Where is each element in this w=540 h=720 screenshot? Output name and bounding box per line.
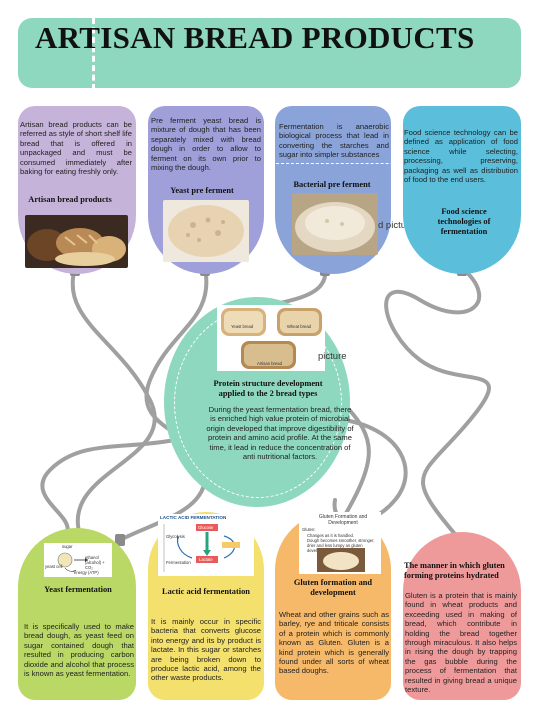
title-bar [18,18,521,88]
dough-ball-icon [317,548,365,572]
wire-card4 [384,266,491,542]
card-gluten-hydration [403,532,521,700]
card-food-science-text: Food science technology can be defined a… [404,128,518,185]
gluten-diagram-bullet-2: Dough becomes smoother, stronger, drier … [307,538,375,553]
wire-card1 [70,266,157,537]
dough-bubbles-icon [168,205,244,257]
bread-slices-icon [221,308,322,369]
bread-label-wheat: Wheat bread [287,324,311,329]
yeast-diagram-yeast: yeast cell [45,564,63,569]
caption-overflow-1: d picture [378,220,415,231]
yeast-diagram-sugar: sugar [62,544,73,549]
card-yeast-preferment-text: Pre ferment yeast bread is mixture of do… [151,116,261,173]
card-yeast-fermentation-heading: Yeast fermentation [44,585,112,594]
card-gluten-hydration-heading: The manner in which gluten forming prote… [404,561,505,580]
yeast-diagram-energy: energy (ATP) [74,570,99,575]
bread-types-photo: Yeast bread Wheat bread Artisan bread [217,305,325,371]
lactic-diagram-lactate: Lactate [199,557,213,562]
card-bacterial-preferment-text: Fermentation is anaerobic biological pro… [279,122,389,160]
bread-label-artisan: Artisan bread [257,361,282,366]
card-lactic-acid-heading: Lactic acid fermentation [162,587,250,596]
card-artisan-bread-heading: Artisan bread products [28,195,112,204]
bread-label-yeast: Yeast bread [231,324,254,329]
gluten-diagram-sub: Gluten: [302,527,316,532]
card-bacterial-preferment-heading: Bacterial pre ferment [293,180,371,189]
lactic-diagram: LACTIC ACID FERMENTATION Glucose Glycoly… [158,514,254,576]
center-text: During the yeast fermentation bread, the… [206,405,354,462]
wire-center-left [40,438,177,542]
sourdough-starter-photo [292,193,378,255]
yeast-dough-photo [163,200,249,262]
card-yeast-preferment-heading: Yeast pre ferment [170,186,234,195]
rustic-bread-photo [25,215,128,268]
card-gluten-hydration-text: Gluten is a protein that is mainly found… [405,591,517,695]
lactic-diagram-glucose: Glucose [198,525,214,530]
yeast-diagram: sugar yeast cell ethanol (alcohol) + CO₂… [44,543,112,577]
lactic-diagram-fermentation: Fermentation [166,560,191,565]
card-food-science-heading: Food science technologies of fermentatio… [437,207,491,236]
wire-card2 [118,266,209,542]
card-gluten-formation-heading: Gluten formation and development [293,578,373,597]
starter-bowl-icon [295,202,375,252]
title-divider [92,18,95,90]
card-gluten-formation-text: Wheat and other grains such as barley, r… [279,610,389,676]
yeast-cell-icon [57,552,88,572]
card-lactic-acid-text: It is mainly occur in specific bacteria … [151,617,261,683]
bread-loaves-icon [27,228,126,266]
caption-overflow-2: picture [318,351,347,362]
yeast-diagram-products: ethanol (alcohol) + CO₂ [85,555,105,570]
card-food-science [403,106,521,274]
lactic-diagram-title: LACTIC ACID FERMENTATION [160,515,227,520]
lactic-diagram-glycolysis: Glycolysis [166,534,185,539]
card-artisan-bread-text: Artisan bread products can be referred a… [20,120,132,177]
gluten-diagram: Gluten Formation and Development Gluten:… [299,512,381,574]
fermentation-cycle-icon [163,524,240,572]
center-heading: Protein structure development applied to… [213,379,323,398]
page-title: ARTISAN BREAD PRODUCTS [35,20,475,55]
gluten-diagram-title: Gluten Formation and Development [318,514,368,526]
card-yeast-fermentation-text: It is specifically used to make bread do… [24,622,134,679]
gluten-diagram-bullet-1: Changes as it is handled. [307,533,355,538]
